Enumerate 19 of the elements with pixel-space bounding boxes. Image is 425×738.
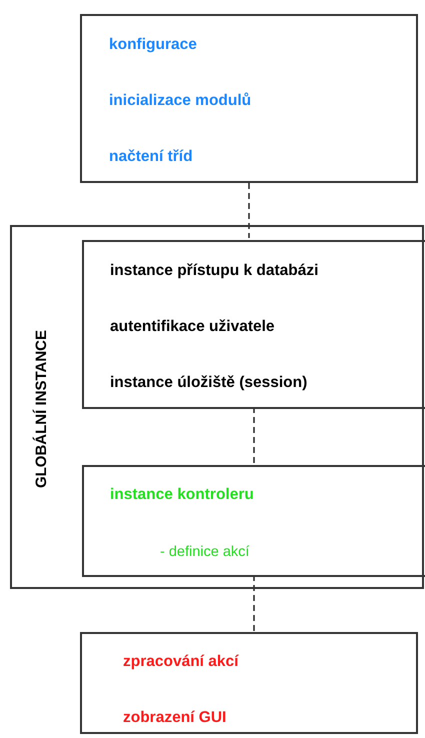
step-text: autentifikace uživatele	[110, 318, 275, 336]
process-box	[82, 240, 425, 409]
step-text: instance kontroleru	[110, 486, 254, 504]
step-text: konfigurace	[109, 36, 197, 54]
connector-line	[248, 183, 250, 238]
connector-line	[253, 575, 255, 632]
step-text: načtení tříd	[109, 148, 193, 166]
step-text: instance úložiště (session)	[110, 374, 308, 392]
step-text: instance přístupu k databázi	[110, 262, 318, 280]
vertical-group-label: GLOBÁLNÍ INSTANCE	[33, 330, 51, 488]
process-box	[82, 465, 425, 577]
step-text: inicializace modulů	[109, 92, 252, 110]
connector-line	[253, 407, 255, 463]
step-text: zpracování akcí	[123, 653, 238, 671]
process-box	[80, 632, 418, 734]
step-text: - definice akcí	[160, 543, 250, 561]
process-box	[80, 14, 418, 183]
group-container	[10, 225, 424, 589]
step-text: zobrazení GUI	[123, 709, 226, 727]
